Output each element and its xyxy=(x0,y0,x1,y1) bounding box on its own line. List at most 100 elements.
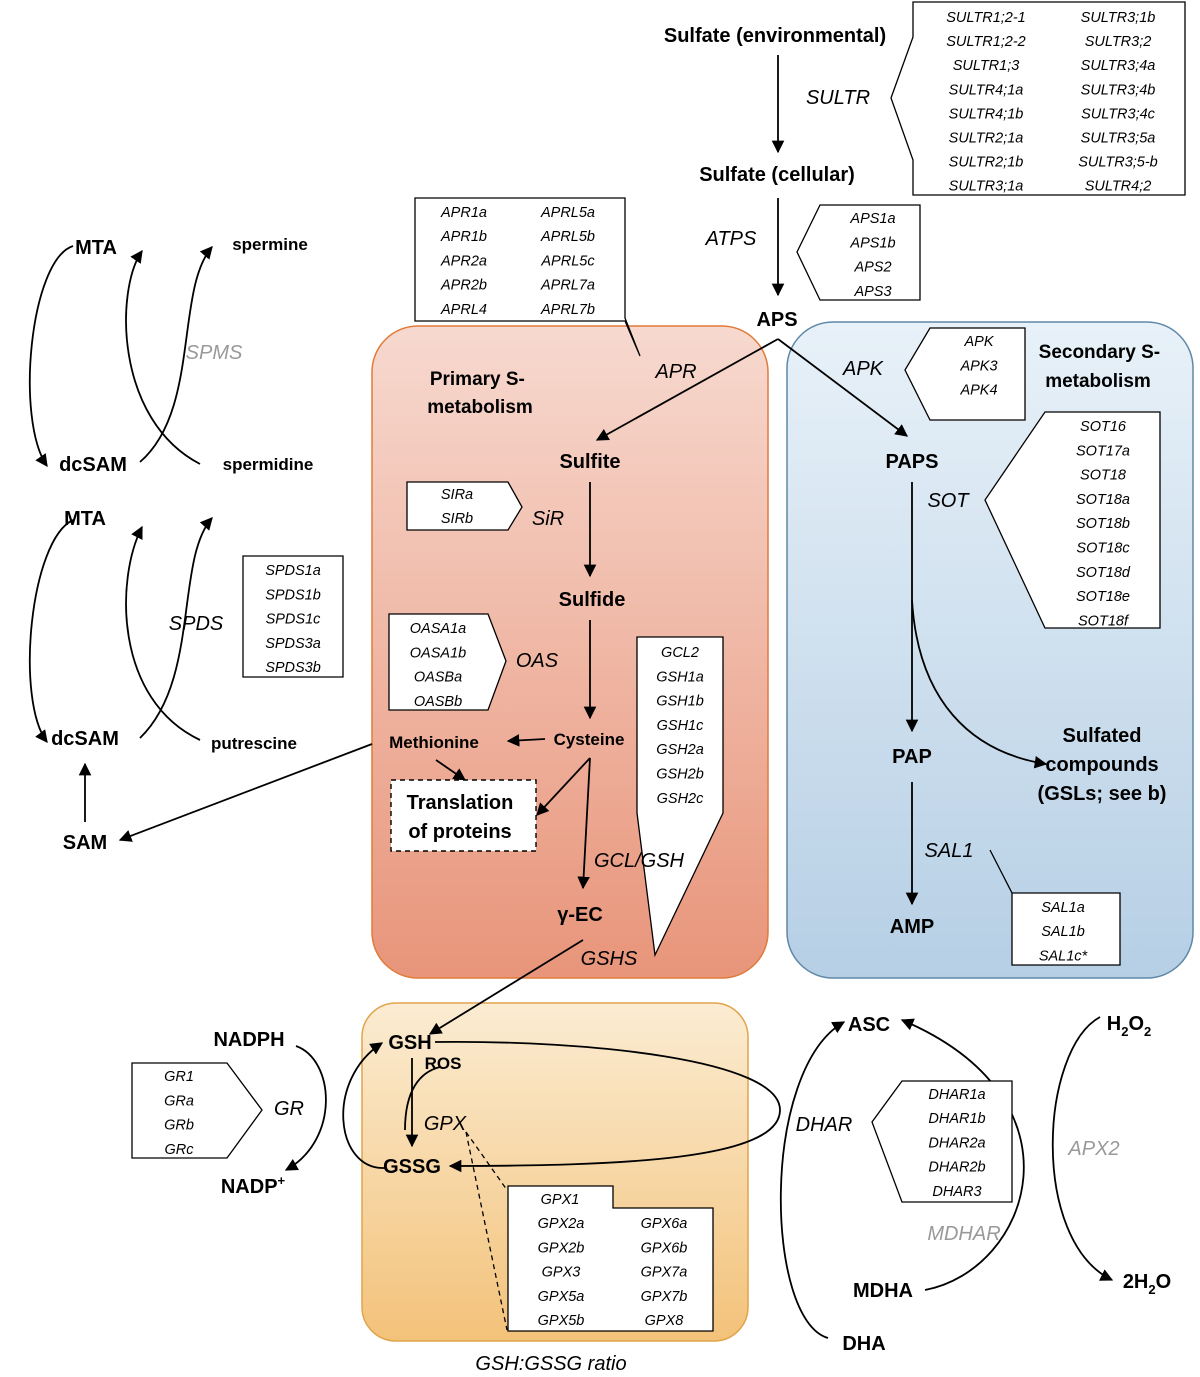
sultr-gene: SULTR3;1b xyxy=(1081,10,1156,26)
apr-gene: APR1a xyxy=(440,205,487,221)
nadp-label: NADP+ xyxy=(221,1173,286,1198)
gsh-gssg-ratio-caption: GSH:GSSG ratio xyxy=(475,1353,626,1375)
atps-gene: APS1a xyxy=(849,211,895,227)
sal1-gene: SAL1b xyxy=(1041,924,1085,940)
gr-gene: GRb xyxy=(164,1118,194,1134)
apr-gene: APRL7b xyxy=(540,302,595,318)
gpx-gene: GPX6a xyxy=(641,1216,688,1232)
methionine-label: Methionine xyxy=(389,733,479,752)
atps-gene: APS2 xyxy=(853,260,891,276)
gcl-gene: GCL2 xyxy=(661,645,699,661)
gpx-gene: GPX6b xyxy=(641,1240,688,1256)
apx2-enzyme-label: APX2 xyxy=(1067,1138,1119,1160)
sultr-gene: SULTR4;1a xyxy=(949,82,1024,98)
sot-gene: SOT18b xyxy=(1076,516,1130,532)
gpx-gene: GPX5a xyxy=(538,1289,585,1305)
gcl-gsh-enzyme-label: GCL/GSH xyxy=(594,850,685,872)
sultr-enzyme-label: SULTR xyxy=(806,87,870,109)
spds-gene: SPDS3a xyxy=(265,636,321,652)
apr-gene: APRL4 xyxy=(440,302,487,318)
atps-gene: APS3 xyxy=(853,284,891,300)
spds-gene: SPDS1c xyxy=(266,612,322,628)
gcl-gene: GSH2c xyxy=(657,791,704,807)
sot-enzyme-label: SOT xyxy=(927,490,970,512)
gpx-gene: GPX2b xyxy=(538,1240,585,1256)
pap-label: PAP xyxy=(892,746,932,768)
gcl-gene: GSH2b xyxy=(656,767,704,783)
gcl-gene: GSH2a xyxy=(656,742,704,758)
gpx-gene: GPX5b xyxy=(538,1313,585,1329)
sulfide-label: Sulfide xyxy=(559,589,626,611)
mdhar-enzyme-label: MDHAR xyxy=(927,1223,1000,1245)
secondary-metabolism-title: Secondary S- metabolism xyxy=(1039,342,1166,392)
gssg-label: GSSG xyxy=(383,1156,441,1178)
amp-label: AMP xyxy=(890,916,934,938)
pathway-arrows xyxy=(28,55,1114,1339)
gene-callouts xyxy=(131,1,1186,1332)
gpx-gene: GPX2a xyxy=(538,1216,585,1232)
sir-gene: SIRa xyxy=(441,487,473,503)
sot-gene: SOT16 xyxy=(1080,419,1127,435)
dha-label: DHA xyxy=(842,1333,885,1355)
ros-label: ROS xyxy=(425,1054,462,1073)
sal1-gene: SAL1a xyxy=(1041,900,1085,916)
sot-gene: SOT18 xyxy=(1080,468,1126,484)
nadph-label: NADPH xyxy=(213,1029,284,1051)
primary-metabolism-title: Primary S- metabolism xyxy=(427,369,533,418)
cysteine-label: Cysteine xyxy=(554,730,625,749)
sulfate-environmental-label: Sulfate (environmental) xyxy=(664,25,886,47)
atps-enzyme-label: ATPS xyxy=(705,228,757,250)
dcsam-label-bottom: dcSAM xyxy=(51,728,119,750)
mdha-label: MDHA xyxy=(853,1280,913,1302)
dcsam-label-top: dcSAM xyxy=(59,454,127,476)
sultr-gene: SULTR3;2 xyxy=(1085,34,1152,50)
sot-gene: SOT18a xyxy=(1076,492,1130,508)
dhar-gene: DHAR1b xyxy=(928,1111,985,1127)
gamma-ec-label: γ-EC xyxy=(557,904,603,926)
dhar-gene: DHAR2a xyxy=(928,1135,985,1151)
sultr-gene: SULTR1;2-2 xyxy=(946,34,1026,50)
gsh-label: GSH xyxy=(388,1032,431,1054)
dhar-enzyme-label: DHAR xyxy=(796,1114,853,1136)
h2o2-label: H2O2 xyxy=(1107,1013,1151,1039)
spds-gene: SPDS1a xyxy=(265,563,321,579)
apk-gene: APK4 xyxy=(959,383,997,399)
apr-gene: APRL5c xyxy=(540,253,595,269)
sal1-gene: SAL1c* xyxy=(1039,948,1089,964)
apk-gene: APK3 xyxy=(959,358,997,374)
gpx-gene: GPX1 xyxy=(541,1192,580,1208)
gr-gene: GRc xyxy=(165,1142,195,1158)
gshs-enzyme-label: GSHS xyxy=(581,948,638,970)
gcl-gene: GSH1b xyxy=(656,694,704,710)
gcl-gene: GSH1c xyxy=(657,718,704,734)
dhar-gene: DHAR2b xyxy=(928,1160,985,1176)
sot-gene: SOT17a xyxy=(1076,443,1130,459)
gpx-gene: GPX3 xyxy=(542,1265,581,1281)
oas-gene: OASBa xyxy=(414,670,462,686)
oas-gene: OASBb xyxy=(414,694,462,710)
spds-gene: SPDS1b xyxy=(265,587,321,603)
sot-gene: SOT18f xyxy=(1078,613,1130,629)
translation-box xyxy=(390,779,537,852)
aps-label: APS xyxy=(756,309,797,331)
apr-enzyme-label: APR xyxy=(654,361,696,383)
dhar-gene: DHAR3 xyxy=(932,1184,981,1200)
sultr-gene: SULTR1;2-1 xyxy=(946,10,1026,26)
gr-gene: GRa xyxy=(164,1093,194,1109)
sultr-gene: SULTR2;1a xyxy=(949,131,1024,147)
oas-gene: OASA1a xyxy=(410,621,466,637)
sultr-gene: SULTR3;5a xyxy=(1081,131,1156,147)
spds-gene: SPDS3b xyxy=(265,660,321,676)
atps-gene: APS1b xyxy=(849,235,895,251)
sultr-gene: SULTR1;3 xyxy=(953,58,1020,74)
apk-enzyme-label: APK xyxy=(842,358,885,380)
sultr-gene: SULTR2;1b xyxy=(949,155,1024,171)
sot-gene: SOT18d xyxy=(1076,565,1131,581)
spms-enzyme-label: SPMS xyxy=(186,342,243,364)
apk-gene: APK xyxy=(963,334,994,350)
apr-gene: APRL5b xyxy=(540,229,595,245)
sir-gene: SIRb xyxy=(441,511,473,527)
apr-gene: APRL5a xyxy=(540,205,595,221)
gr-gene: GR1 xyxy=(164,1069,194,1085)
sultr-gene: SULTR3;4a xyxy=(1081,58,1156,74)
